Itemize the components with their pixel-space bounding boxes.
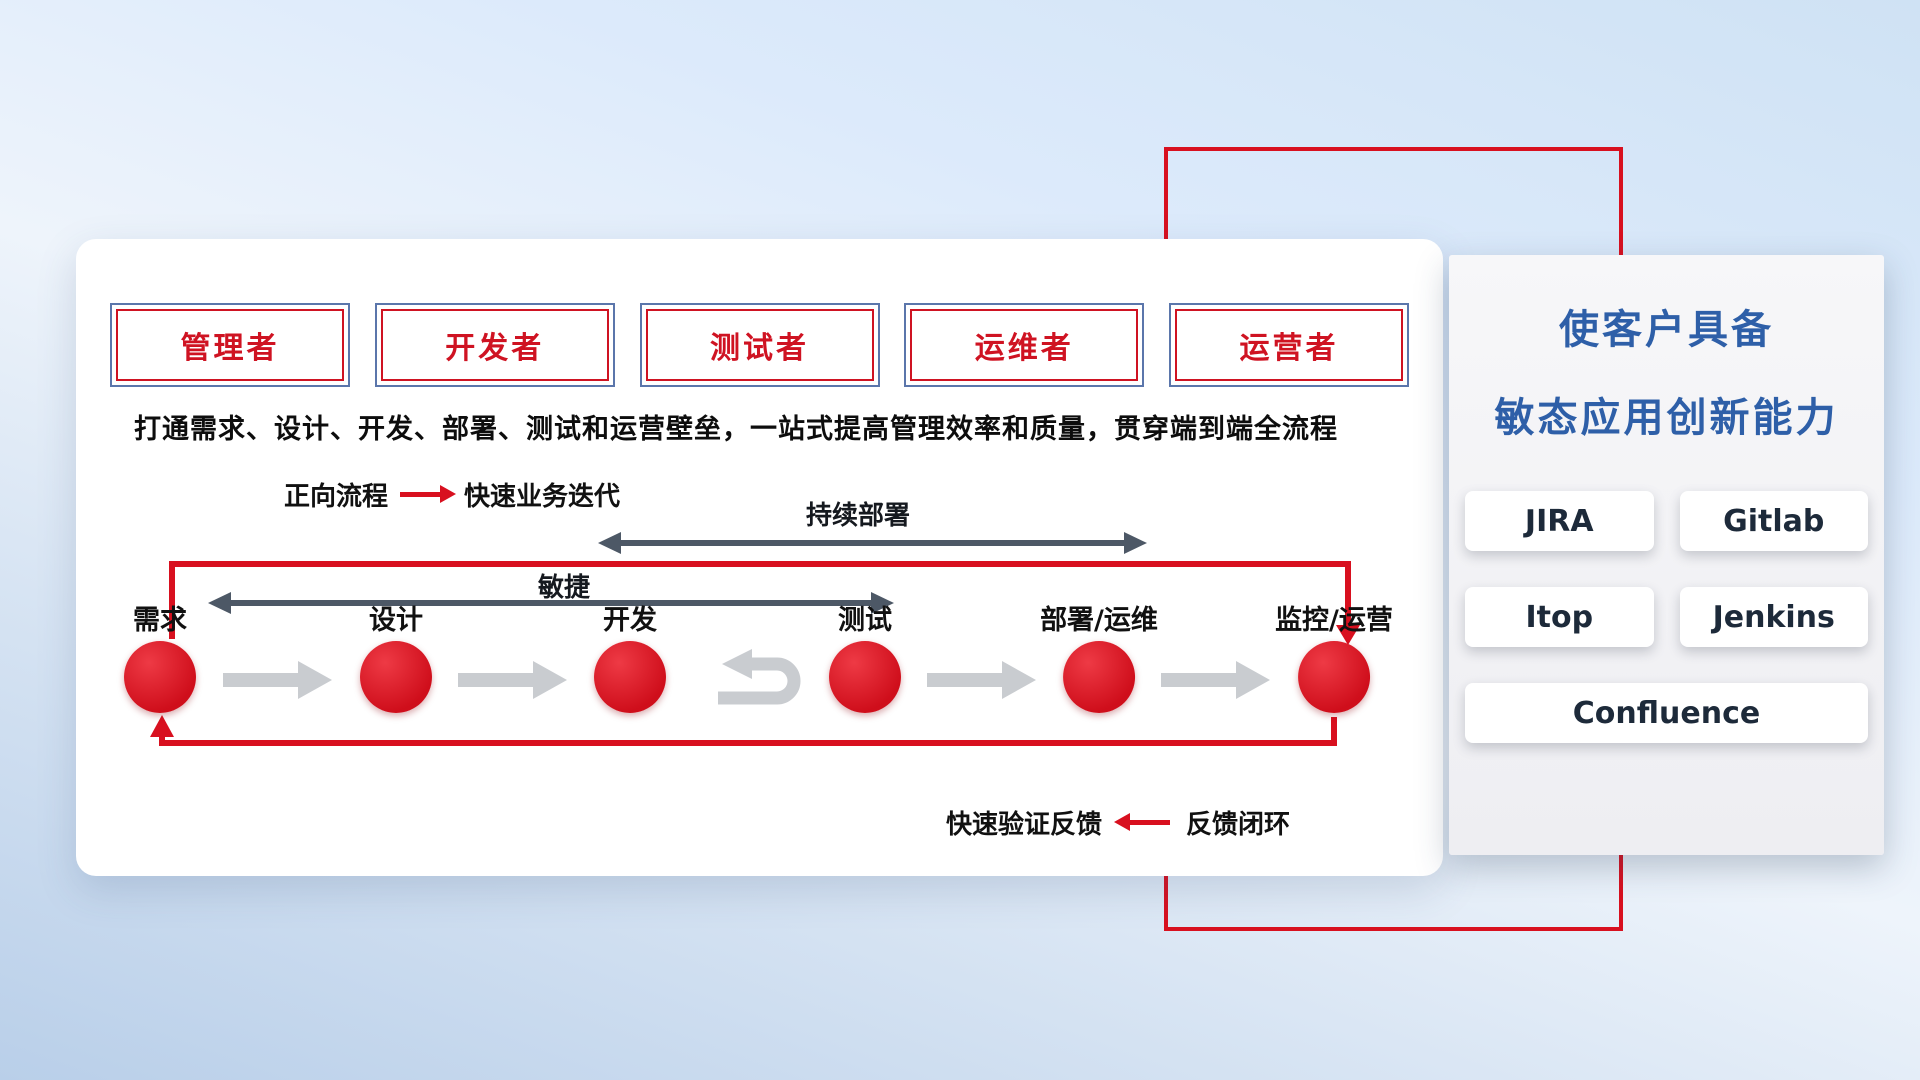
flow-node-deploy-ops: 部署/运维 xyxy=(1040,605,1158,713)
panel-title-line1: 使客户具备 xyxy=(1559,307,1774,353)
tool-label: Gitlab xyxy=(1723,503,1825,539)
iteration-loop-icon xyxy=(718,649,801,705)
legend-feedback-label: 快速验证反馈 xyxy=(946,810,1103,840)
node-circle-icon xyxy=(1063,641,1135,713)
node-label: 测试 xyxy=(838,605,892,636)
forward-arrow-icon xyxy=(400,485,457,503)
flow-node-monitor-ops: 监控/运营 xyxy=(1275,605,1393,713)
role-box-ops: 运维者 xyxy=(904,303,1145,387)
legend-forward-desc: 快速业务迭代 xyxy=(464,482,621,512)
tool-label: Itop xyxy=(1525,599,1594,635)
tool-label: JIRA xyxy=(1524,503,1594,539)
role-box-manager: 管理者 xyxy=(110,303,350,387)
flow-canvas xyxy=(150,532,1360,746)
role-label: 运营者 xyxy=(1239,331,1339,366)
node-label: 开发 xyxy=(603,605,657,636)
tool-card-jira: JIRA xyxy=(1465,491,1654,551)
tool-card-gitlab: Gitlab xyxy=(1679,491,1868,551)
continuous-deploy-arrow xyxy=(598,532,1147,554)
tool-label: Jenkins xyxy=(1712,599,1835,635)
legend-feedback-desc: 反馈闭环 xyxy=(1186,810,1291,840)
tools-grid: JIRA Gitlab Itop Jenkins Confluence xyxy=(1465,491,1868,743)
node-label: 需求 xyxy=(133,605,187,636)
role-box-developer: 开发者 xyxy=(374,303,615,387)
node-label: 设计 xyxy=(369,605,423,636)
tool-card-itop: Itop xyxy=(1465,587,1654,647)
forward-loop-arrowhead xyxy=(1336,625,1360,645)
role-box-operator: 运营者 xyxy=(1169,303,1409,387)
legend-feedback: 快速验证反馈 反馈闭环 xyxy=(946,804,1290,841)
role-box-tester: 测试者 xyxy=(639,303,880,387)
node-circle-icon xyxy=(594,641,666,713)
stage-arrow-icon xyxy=(927,661,1036,699)
stage-arrows xyxy=(223,661,1270,699)
subtitle: 打通需求、设计、开发、部署、测试和运营壁垒，一站式提高管理效率和质量，贯穿端到端… xyxy=(134,414,1338,445)
flow-node-design: 设计 xyxy=(360,605,432,713)
feedback-arrow-icon xyxy=(1114,813,1171,831)
stage-arrow-icon xyxy=(1161,661,1270,699)
panel-title-line2: 敏态应用创新能力 xyxy=(1494,395,1839,441)
role-label: 管理者 xyxy=(180,331,280,366)
roles-row: 管理者 开发者 测试者 运维者 运营者 xyxy=(110,303,1409,387)
flow-node-test: 测试 xyxy=(829,605,901,713)
tool-card-confluence: Confluence xyxy=(1465,683,1868,743)
forward-loop-line xyxy=(169,561,1351,639)
continuous-deploy-label: 持续部署 xyxy=(805,501,911,531)
node-circle-icon xyxy=(360,641,432,713)
role-label: 测试者 xyxy=(710,331,809,366)
tool-card-jenkins: Jenkins xyxy=(1679,587,1868,647)
devops-flow-card: 管理者 开发者 测试者 运维者 运营者 打通需求、设计、开发、部署、测试和运营壁… xyxy=(76,239,1443,876)
flow-node-requirements: 需求 xyxy=(124,605,196,713)
node-circle-icon xyxy=(124,641,196,713)
role-label: 开发者 xyxy=(445,331,545,366)
capability-panel: 使客户具备 敏态应用创新能力 JIRA Gitlab Itop Jenkins … xyxy=(1449,255,1884,855)
stage-arrow-icon xyxy=(223,661,332,699)
legend-forward: 正向流程 快速业务迭代 xyxy=(284,476,620,513)
node-circle-icon xyxy=(829,641,901,713)
legend-forward-label: 正向流程 xyxy=(284,482,389,512)
node-circle-icon xyxy=(1298,641,1370,713)
agile-arrow xyxy=(208,592,894,614)
agile-label: 敏捷 xyxy=(537,573,591,603)
node-label: 监控/运营 xyxy=(1275,605,1393,636)
stage-arrow-icon xyxy=(458,661,567,699)
node-label: 部署/运维 xyxy=(1040,605,1158,636)
feedback-loop-arrowhead xyxy=(150,715,174,737)
role-label: 运维者 xyxy=(974,331,1074,366)
tool-label: Confluence xyxy=(1572,695,1761,731)
feedback-loop-line xyxy=(159,717,1337,746)
flow-node-develop: 开发 xyxy=(594,605,666,713)
